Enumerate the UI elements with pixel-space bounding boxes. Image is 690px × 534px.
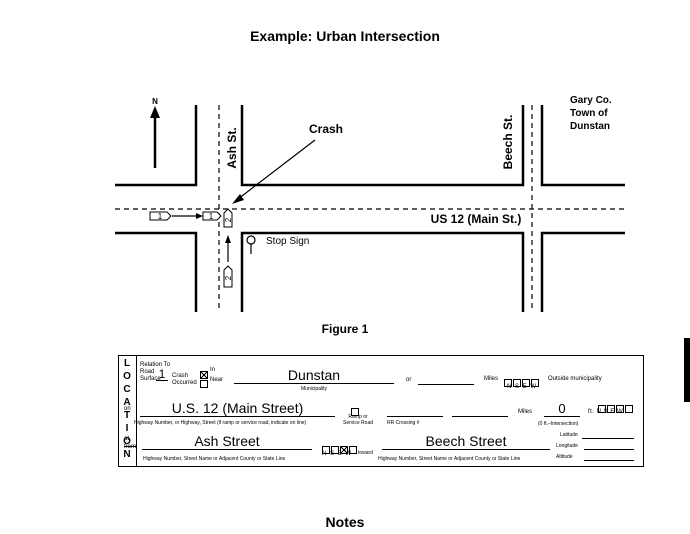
page-title: Example: Urban Intersection	[250, 28, 440, 44]
county-label: Gary Co.	[570, 95, 612, 106]
latitude-field[interactable]	[582, 438, 634, 439]
miles-value-field[interactable]: 0	[544, 401, 580, 417]
altitude-field[interactable]	[584, 460, 634, 461]
ramp-label: Ramp or Service Road	[343, 414, 374, 426]
ramp-checkbox[interactable]	[351, 403, 360, 421]
altitude-label: Altitude	[556, 454, 573, 460]
outside-municipality-label: Outside municipality	[548, 376, 602, 382]
town-label: Town of	[570, 108, 608, 119]
miles-field[interactable]	[452, 416, 508, 417]
toward-street-caption: Highway Number, Street Name or Adjacent …	[378, 456, 521, 462]
longitude-field[interactable]	[584, 449, 634, 450]
crash-label: Crash	[309, 122, 343, 136]
street-label-main: US 12 (Main St.)	[431, 212, 522, 226]
crash-occurred-label: Crash Occurred	[172, 373, 197, 386]
road-edges	[115, 105, 625, 312]
north-arrow-icon	[150, 106, 160, 168]
edge-bar	[684, 338, 690, 402]
vehicle-1-impact-label: 1	[209, 212, 214, 221]
highway-caption: Highway Number, or Highway, Street (if r…	[134, 420, 307, 426]
intersection-note: (0 ft.–Intersection)	[538, 421, 579, 427]
stop-sign-icon	[246, 235, 256, 254]
miles-field-outside[interactable]	[418, 384, 474, 385]
on-label: on	[124, 406, 131, 412]
or-label: or	[406, 377, 412, 383]
longitude-label: Longitude	[556, 443, 578, 449]
highway-field[interactable]: U.S. 12 (Main Street)	[140, 400, 335, 417]
vehicle-2-path	[223, 235, 233, 288]
municipality-field[interactable]: Dunstan	[234, 367, 394, 384]
street-label-ash: Ash St.	[225, 127, 239, 168]
vehicle-1-path	[149, 211, 222, 221]
direction-boxes-toward[interactable]	[322, 441, 358, 459]
miles-label-outside: Miles	[484, 376, 499, 382]
stop-sign-label: Stop Sign	[266, 236, 309, 247]
direction-boxes-outside[interactable]	[504, 374, 540, 392]
at-street-field[interactable]: Ash Street	[142, 433, 312, 450]
vehicle-2-impact-label: 2	[224, 217, 233, 222]
direction-boxes-miles[interactable]	[598, 400, 634, 418]
vehicle-1-start-label: 1	[158, 212, 163, 221]
miles-label: Miles	[518, 409, 533, 415]
vehicle-2-impact-marker	[223, 208, 233, 228]
relation-label: Relation To Road Surface	[140, 362, 170, 382]
vehicle-2-start-label: 2	[224, 275, 233, 280]
direction-labels-toward: N S E W	[322, 451, 353, 457]
center-lines	[115, 105, 625, 312]
crash-pointer-arrow-icon	[232, 139, 316, 204]
from-label: from	[124, 444, 136, 450]
relation-value[interactable]: 1	[156, 368, 168, 381]
north-label: N	[152, 97, 158, 106]
latitude-label: Latitude	[560, 432, 578, 438]
rr-crossing-label: RR Crossing #	[387, 420, 420, 426]
location-divider	[136, 355, 137, 467]
ft-direction-labels: ft. N S E W	[588, 409, 624, 415]
in-checkbox[interactable]	[200, 366, 209, 384]
municipality-name-label: Dunstan	[570, 121, 610, 132]
in-label: In	[210, 367, 216, 373]
rr-crossing-field[interactable]	[387, 416, 443, 417]
intersection-diagram: N Ash St. Beech St. US 12 (Main St.) Gar…	[115, 95, 625, 312]
location-vertical-label: L O C A T I O N	[123, 358, 131, 460]
notes-heading: Notes	[325, 514, 365, 530]
near-label: Near	[210, 377, 224, 383]
toward-street-field[interactable]: Beech Street	[382, 433, 550, 450]
at-street-caption: Highway Number, Street Name or Adjacent …	[143, 456, 286, 462]
at-label: at	[124, 436, 130, 442]
street-label-beech: Beech St.	[501, 115, 515, 170]
figure-caption: Figure 1	[321, 322, 369, 336]
direction-labels-outside: N S E W	[507, 384, 538, 390]
near-checkbox[interactable]	[200, 375, 209, 393]
municipality-caption: Municipality	[300, 386, 328, 392]
location-form	[118, 355, 644, 467]
toward-label: toward	[358, 450, 374, 456]
